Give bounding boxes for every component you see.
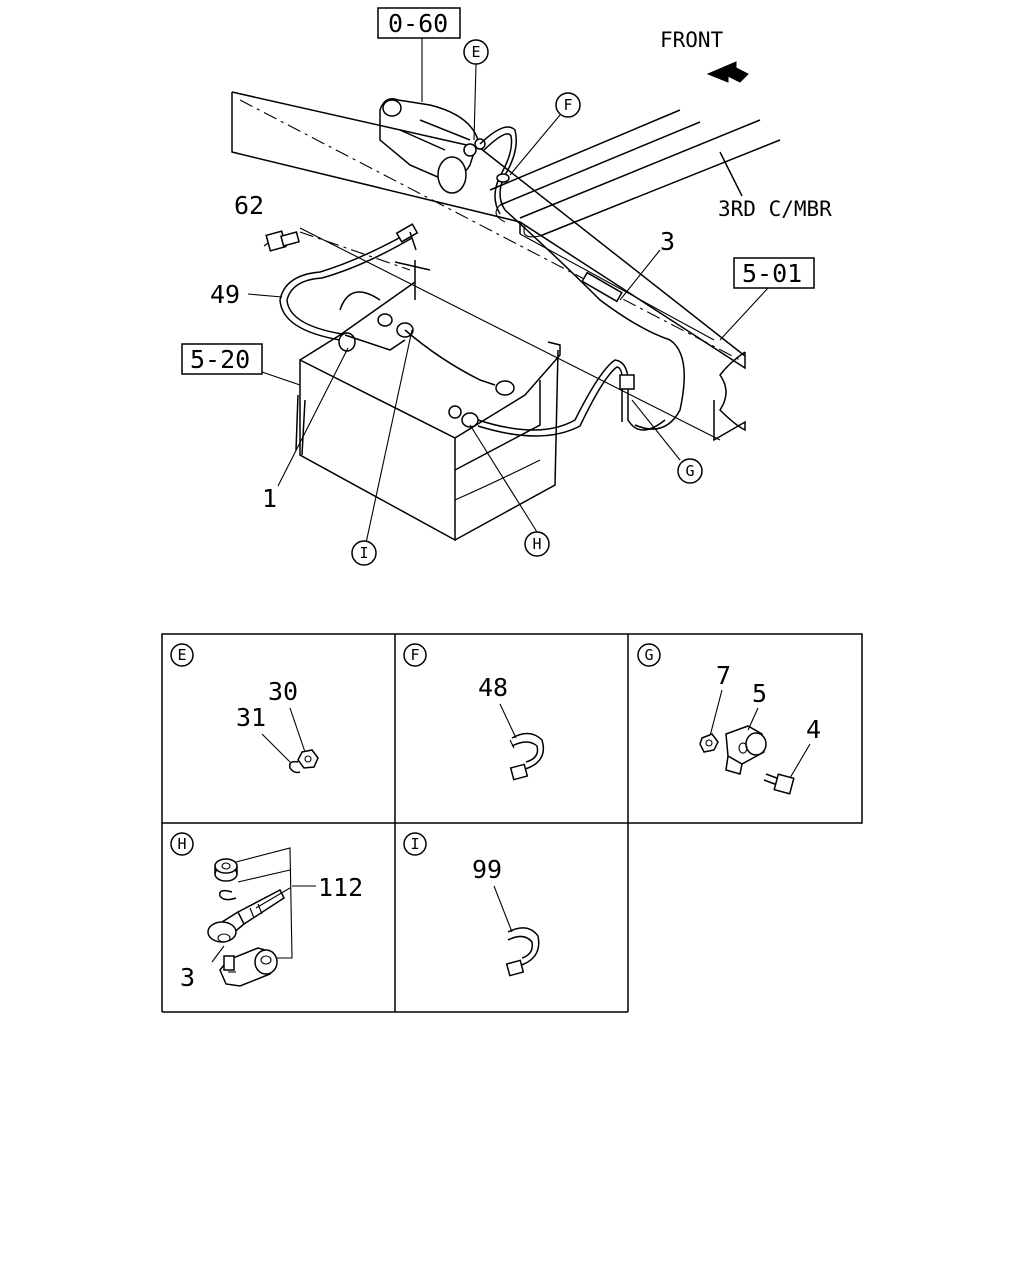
- ref-box-060[interactable]: 0-60: [377, 7, 461, 39]
- battery-terminals: [338, 291, 666, 437]
- battery-cable-49: [279, 223, 419, 341]
- detail-i[interactable]: I 99: [403, 832, 540, 977]
- svg-text:E: E: [177, 646, 186, 664]
- svg-text:G: G: [685, 462, 694, 480]
- front-label: FRONT: [660, 28, 724, 52]
- ref-520-label: 5-20: [190, 345, 250, 374]
- cable-terminal-112-icon: [207, 888, 285, 943]
- callout-i[interactable]: I: [351, 540, 377, 566]
- bracket-5-icon: [725, 725, 767, 775]
- frame-side-rail: [231, 91, 746, 442]
- part-48-label: 48: [478, 673, 508, 702]
- main-assembly-drawing: [231, 38, 781, 544]
- nut-30-icon: [297, 749, 319, 769]
- detail-g[interactable]: G 7 5 4: [637, 643, 821, 795]
- detail-h[interactable]: H 112 3: [170, 832, 363, 992]
- part-5-label: 5: [752, 679, 767, 708]
- part-3-detail-label: 3: [180, 963, 195, 992]
- ref-box-501[interactable]: 5-01: [733, 257, 815, 289]
- ref-box-520[interactable]: 5-20: [181, 343, 263, 375]
- part-30-label: 30: [268, 677, 298, 706]
- callout-f[interactable]: F: [555, 92, 581, 118]
- callout-g[interactable]: G: [677, 458, 703, 484]
- part-99-label: 99: [472, 855, 502, 884]
- callout-e[interactable]: E: [463, 39, 489, 65]
- clip-99-icon: [505, 927, 540, 977]
- detail-f[interactable]: F 48: [403, 643, 545, 781]
- callout-h[interactable]: H: [524, 531, 550, 557]
- leader-lines: [247, 38, 769, 544]
- svg-text:H: H: [177, 835, 186, 853]
- part-31-label: 31: [236, 703, 266, 732]
- bolt-4-icon: [763, 773, 795, 795]
- part-49-label: 49: [210, 280, 240, 309]
- battery-box: [295, 260, 561, 542]
- svg-text:G: G: [644, 646, 653, 664]
- ref-501-label: 5-01: [742, 259, 802, 288]
- front-arrow-icon: [706, 61, 749, 83]
- battery-clamp-icon: [219, 947, 278, 987]
- nut-h-icon: [214, 858, 238, 882]
- part-1-label: 1: [262, 484, 277, 513]
- svg-text:I: I: [410, 835, 419, 853]
- bolt-62: [265, 230, 411, 271]
- ref-060-label: 0-60: [388, 9, 448, 38]
- svg-text:E: E: [471, 43, 480, 61]
- washer-31-icon: [288, 760, 301, 774]
- part-112-label: 112: [318, 873, 363, 902]
- svg-text:F: F: [563, 96, 572, 114]
- nut-7-icon: [699, 733, 719, 753]
- detail-e[interactable]: E 30 31: [170, 643, 319, 774]
- svg-text:H: H: [532, 535, 541, 553]
- part-7-label: 7: [716, 661, 731, 690]
- clip-48-icon: [509, 732, 545, 781]
- svg-text:F: F: [410, 646, 419, 664]
- washer-h-icon: [219, 889, 237, 901]
- third-cross-member-label: 3RD C/MBR: [718, 197, 832, 221]
- part-3-label: 3: [660, 227, 675, 256]
- svg-text:I: I: [359, 544, 368, 562]
- starter-motor: [379, 98, 486, 194]
- part-4-label: 4: [806, 715, 821, 744]
- part-62-label: 62: [234, 191, 264, 220]
- detail-grid: [161, 633, 863, 1013]
- starter-cable: [479, 126, 685, 430]
